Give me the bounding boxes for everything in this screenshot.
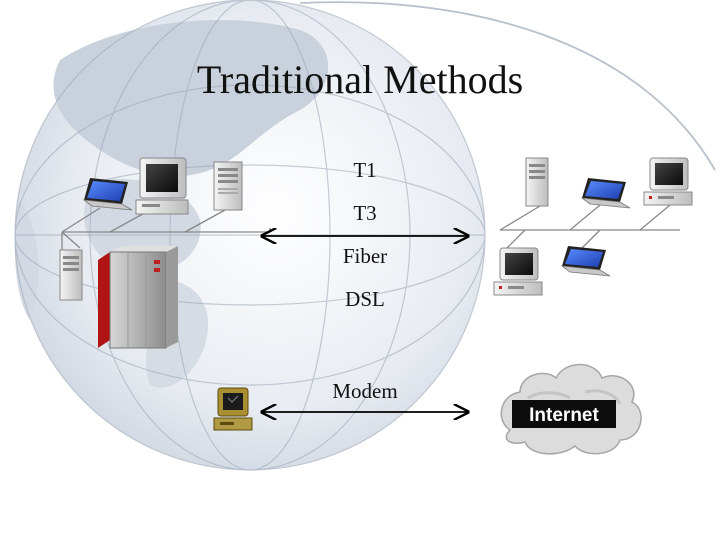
left-lan (59, 157, 271, 349)
tower-server-icon (525, 157, 549, 207)
desktop-computer-icon (135, 157, 189, 215)
mainframe-icon (98, 246, 178, 349)
connection-label-fiber: Fiber (342, 244, 388, 268)
laptop-icon (560, 246, 611, 277)
connection-label-t3: T3 (353, 201, 377, 225)
connection-label-t1: T1 (353, 158, 377, 182)
connection-label-modem: Modem (332, 379, 398, 403)
internet-cloud-text: Internet (529, 405, 599, 426)
internet-cloud-icon: Internet (500, 363, 642, 455)
tower-server-icon (59, 249, 83, 301)
laptop-icon (82, 178, 133, 211)
laptop-icon (580, 178, 631, 209)
desktop-computer-icon (643, 157, 693, 206)
modem-computer-icon (213, 387, 253, 431)
slide-title: Traditional Methods (196, 57, 524, 102)
desktop-computer-icon (493, 247, 543, 296)
right-lan (493, 157, 693, 296)
tower-server-icon (213, 161, 243, 211)
connection-label-dsl: DSL (345, 287, 385, 311)
